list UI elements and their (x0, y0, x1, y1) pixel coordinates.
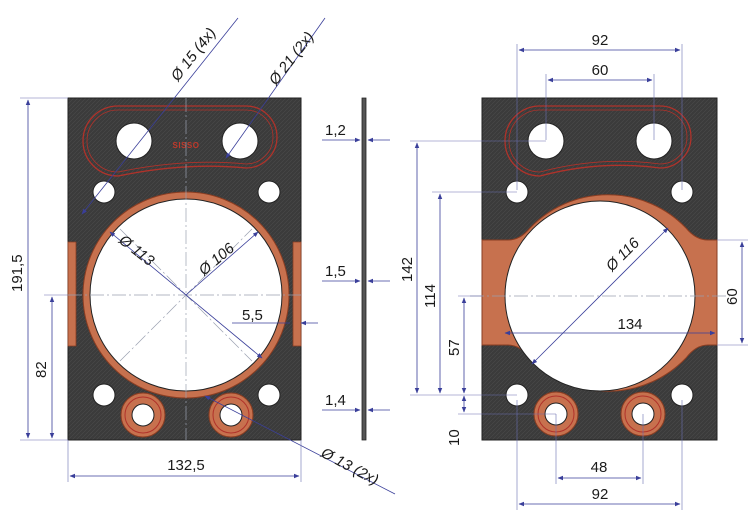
dim-1-5: 1,5 (325, 263, 346, 280)
left-side-tab-right (292, 241, 302, 347)
left-view: SISSO Ø 15 (4x) Ø 21 (2x) (9, 17, 396, 495)
left-bolt-hole-br (257, 383, 281, 407)
left-oil-hole-right (221, 122, 259, 160)
dim-10: 10 (446, 429, 463, 446)
left-water-hole-right (208, 392, 254, 438)
left-water-hole-left (120, 392, 166, 438)
left-side-tab-left (67, 241, 77, 347)
left-bolt-hole-tr (257, 180, 281, 204)
dim-82: 82 (33, 361, 50, 378)
left-bolt-hole-bl (92, 383, 116, 407)
right-view: 92 60 Ø 116 134 60 142 114 57 10 (399, 32, 748, 510)
left-bolt-hole-tl (92, 180, 116, 204)
dim-142: 142 (399, 257, 416, 282)
dim-1-2: 1,2 (325, 122, 346, 139)
right-oil-passage-outline (504, 105, 692, 177)
dim-bottom-48: 48 (591, 459, 608, 476)
dim-1-4: 1,4 (325, 392, 346, 409)
dim-134: 134 (617, 316, 642, 333)
dim-132-5: 132,5 (167, 457, 205, 474)
dim-57: 57 (446, 339, 463, 356)
dim-d13: Ø 13 (2x) (317, 444, 381, 489)
dim-tab-60: 60 (724, 288, 741, 305)
dim-5-5: 5,5 (242, 307, 263, 324)
dim-bottom-92: 92 (592, 486, 609, 503)
left-oil-passage-outline (82, 105, 278, 177)
dim-d15: Ø 15 (4x) (167, 25, 220, 86)
dim-191-5: 191,5 (9, 254, 26, 292)
left-oil-hole-left (115, 122, 153, 160)
dim-d21: Ø 21 (2x) (265, 29, 318, 90)
dim-top-92: 92 (592, 32, 609, 49)
dim-114: 114 (422, 284, 439, 308)
side-view: 1,2 1,5 1,4 (322, 97, 390, 441)
dim-top-60: 60 (592, 62, 609, 79)
side-profile (361, 97, 367, 441)
